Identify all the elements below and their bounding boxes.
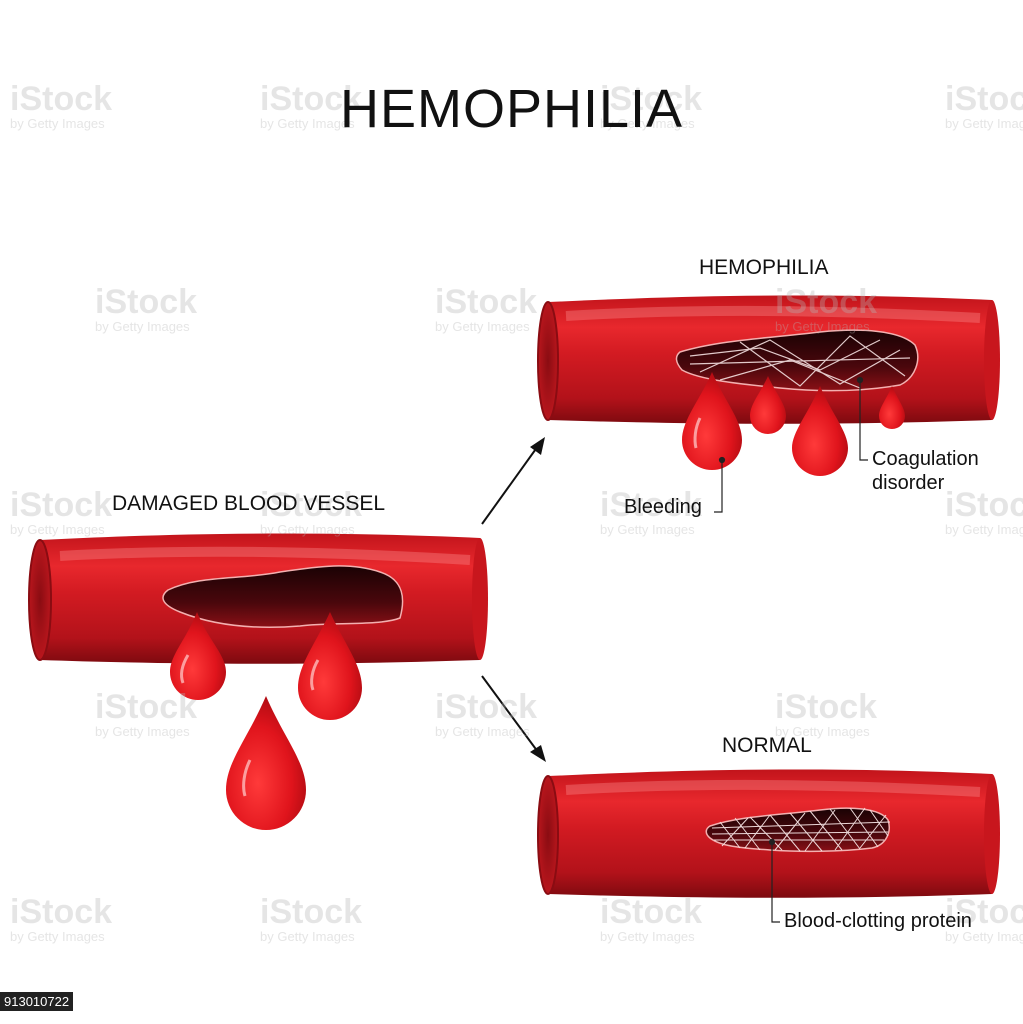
coagulation-label-line2: disorder	[872, 472, 945, 494]
normal-callout	[768, 838, 780, 923]
sparse-fibers	[689, 335, 911, 389]
damaged-vessel-label: DAMAGED BLOOD VESSEL	[112, 492, 386, 515]
page-title: HEMOPHILIA	[339, 79, 684, 139]
normal-vessel-label: NORMAL	[722, 734, 812, 757]
damaged-drops	[170, 612, 362, 830]
arrow-to-normal	[481, 675, 546, 762]
hemophilia-vessel-label: HEMOPHILIA	[699, 256, 829, 279]
coagulation-label-line1: Coagulation	[872, 448, 979, 470]
bleeding-label: Bleeding	[624, 496, 702, 518]
normal-vessel	[537, 769, 1000, 898]
clotting-protein-label: Blood-clotting protein	[784, 910, 972, 932]
dense-fibers	[711, 807, 891, 852]
hemophilia-callouts	[714, 376, 868, 513]
hemophilia-drops	[682, 372, 905, 476]
arrow-to-hemophilia	[481, 437, 545, 525]
image-id-badge: 913010722	[0, 992, 74, 1011]
wound-opening	[162, 565, 404, 628]
damaged-vessel	[28, 533, 488, 664]
hemophilia-vessel	[537, 295, 1000, 424]
